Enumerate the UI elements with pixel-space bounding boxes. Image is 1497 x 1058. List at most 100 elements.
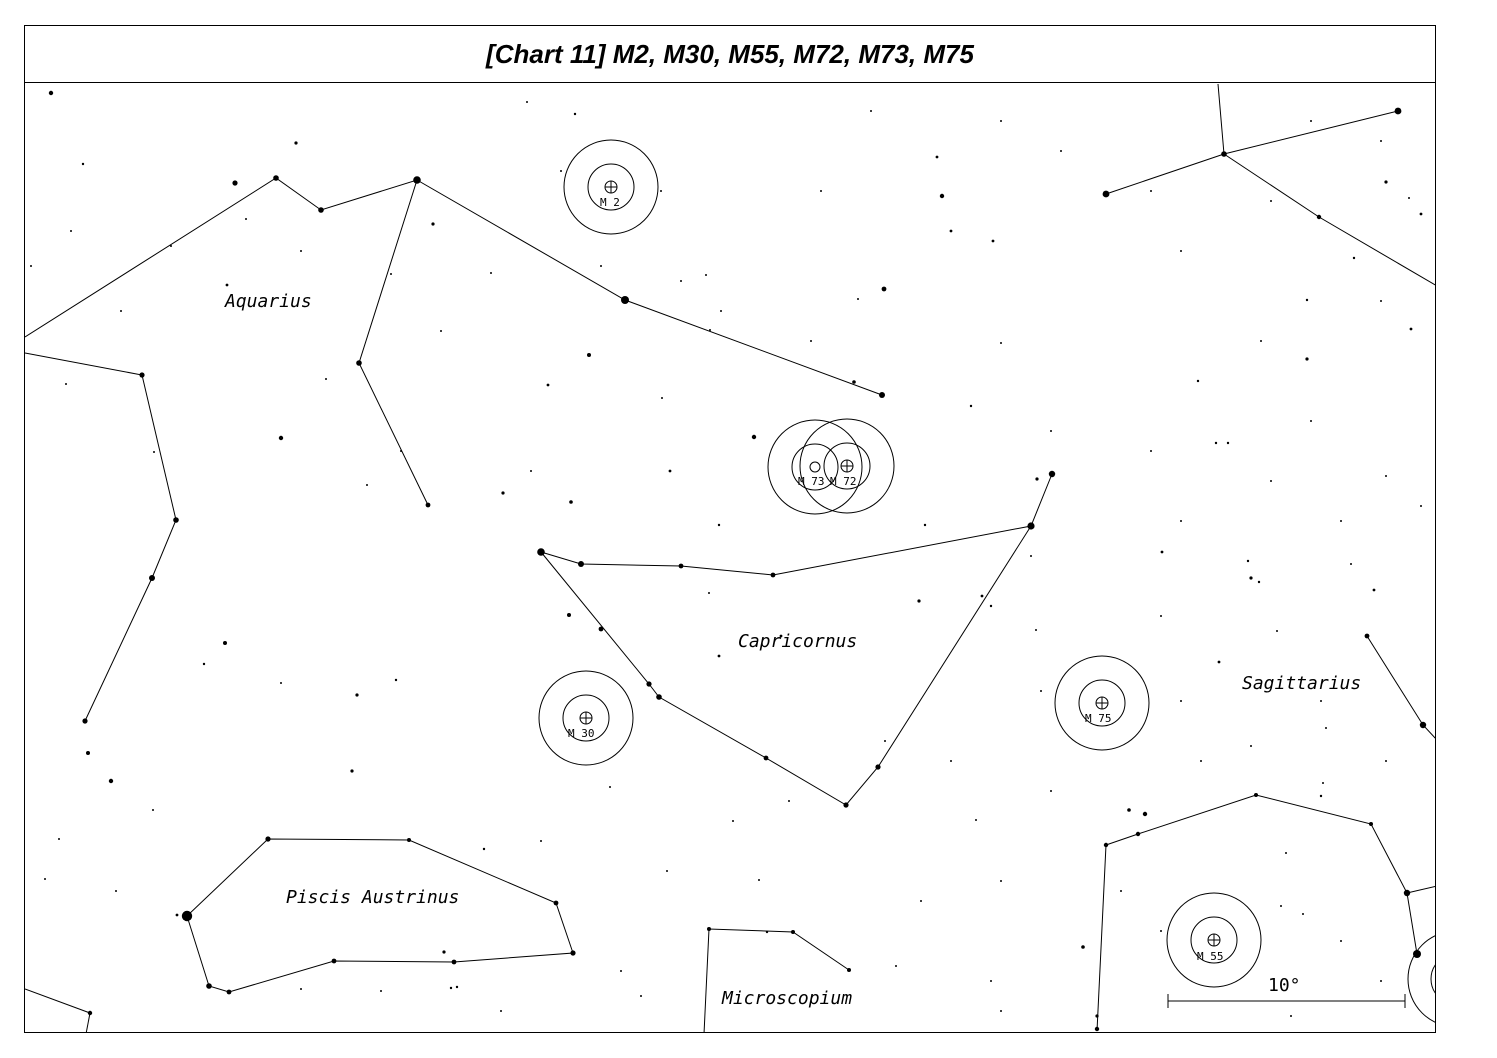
star-82	[1403, 889, 1411, 897]
star-20	[546, 383, 550, 387]
star-205	[1380, 300, 1382, 302]
star-141	[895, 965, 897, 967]
star-21	[587, 353, 591, 357]
star-14	[425, 502, 431, 508]
star-109	[763, 755, 769, 761]
star-2	[81, 162, 85, 166]
star-40	[917, 599, 921, 603]
star-103	[770, 572, 776, 578]
star-203	[1380, 140, 1382, 142]
star-53	[1305, 357, 1309, 361]
microscopium-line-1	[703, 928, 850, 1032]
star-46	[1394, 107, 1402, 115]
constellation-label-microscopium: Microscopium	[721, 988, 852, 1009]
star-77	[1094, 1026, 1100, 1032]
star-55	[1196, 379, 1200, 383]
star-144	[609, 786, 611, 788]
star-133	[175, 913, 179, 917]
object-label-m72: M 72	[830, 475, 857, 488]
star-119	[1040, 690, 1042, 692]
star-13	[356, 360, 362, 366]
star-34	[668, 469, 672, 473]
constellation-label-piscis-austrinus: Piscis Austrinus	[286, 887, 459, 908]
star-121	[265, 836, 271, 842]
star-189	[620, 970, 622, 972]
star-192	[170, 245, 172, 247]
constellation-label-aquarius: Aquarius	[224, 291, 312, 312]
star-199	[1060, 150, 1062, 152]
star-168	[1420, 505, 1422, 507]
star-80	[1254, 793, 1258, 797]
star-173	[1200, 760, 1202, 762]
star-97	[152, 809, 154, 811]
star-16	[278, 435, 284, 441]
object-marker-m72	[799, 418, 895, 514]
star-61	[1257, 580, 1261, 584]
star-59	[1246, 559, 1250, 563]
star-72	[1302, 913, 1304, 915]
star-28	[939, 193, 945, 199]
star-193	[300, 250, 302, 252]
star-15	[400, 450, 402, 452]
star-182	[1340, 940, 1342, 942]
star-148	[440, 330, 442, 332]
star-36	[1035, 477, 1039, 481]
star-37	[1048, 470, 1056, 478]
m2-inner-ring	[587, 163, 635, 211]
star-143	[87, 1010, 93, 1016]
star-57	[1226, 441, 1230, 445]
star-123	[553, 900, 559, 906]
star-58	[1160, 550, 1164, 554]
star-7	[413, 176, 421, 184]
sagittarius-line-6	[1406, 885, 1435, 894]
constellation-lines	[25, 83, 1435, 1032]
star-100	[537, 548, 545, 556]
constellation-labels: Aquarius Capricornus Sagittarius Piscis …	[224, 291, 1361, 1009]
star-95	[280, 682, 282, 684]
star-67	[1419, 721, 1427, 729]
object-marker-m30	[538, 670, 634, 766]
star-45	[1221, 151, 1227, 157]
edge-outer-ring	[1407, 935, 1435, 1023]
capricornus-line-1	[540, 473, 1053, 576]
star-110	[843, 802, 849, 808]
aquarius-line-1	[25, 177, 883, 396]
star-96	[394, 678, 398, 682]
star-112	[779, 634, 783, 638]
star-4	[273, 175, 279, 181]
star-152	[390, 273, 392, 275]
star-79	[1135, 831, 1141, 837]
star-41	[980, 594, 984, 598]
star-122	[407, 838, 411, 842]
star-176	[920, 900, 922, 902]
star-105	[598, 626, 604, 632]
star-160	[1050, 430, 1052, 432]
deep-sky-objects	[538, 139, 1435, 1023]
m75-outer-ring	[1054, 655, 1150, 751]
star-115	[788, 800, 790, 802]
star-132	[455, 985, 459, 989]
star-83	[1413, 950, 1421, 958]
star-188	[640, 995, 642, 997]
m73-open-cluster-symbol	[809, 461, 821, 473]
star-32	[969, 404, 973, 408]
star-38	[1027, 522, 1035, 530]
scale-bar: 10°	[1167, 975, 1406, 1008]
star-60	[1249, 576, 1253, 580]
star-140	[765, 930, 769, 934]
star-167	[1385, 475, 1387, 477]
star-84	[139, 372, 145, 378]
star-88	[86, 751, 90, 755]
object-label-m55: M 55	[1197, 950, 1224, 963]
star-43	[1035, 629, 1037, 631]
star-70	[1319, 794, 1323, 798]
star-118	[975, 819, 977, 821]
star-94	[355, 693, 359, 697]
star-128	[206, 983, 212, 989]
star-18	[501, 491, 505, 495]
object-marker-m2	[563, 139, 659, 235]
star-66	[1364, 633, 1370, 639]
star-48	[1384, 180, 1388, 184]
star-27	[935, 155, 939, 159]
star-90	[65, 383, 67, 385]
